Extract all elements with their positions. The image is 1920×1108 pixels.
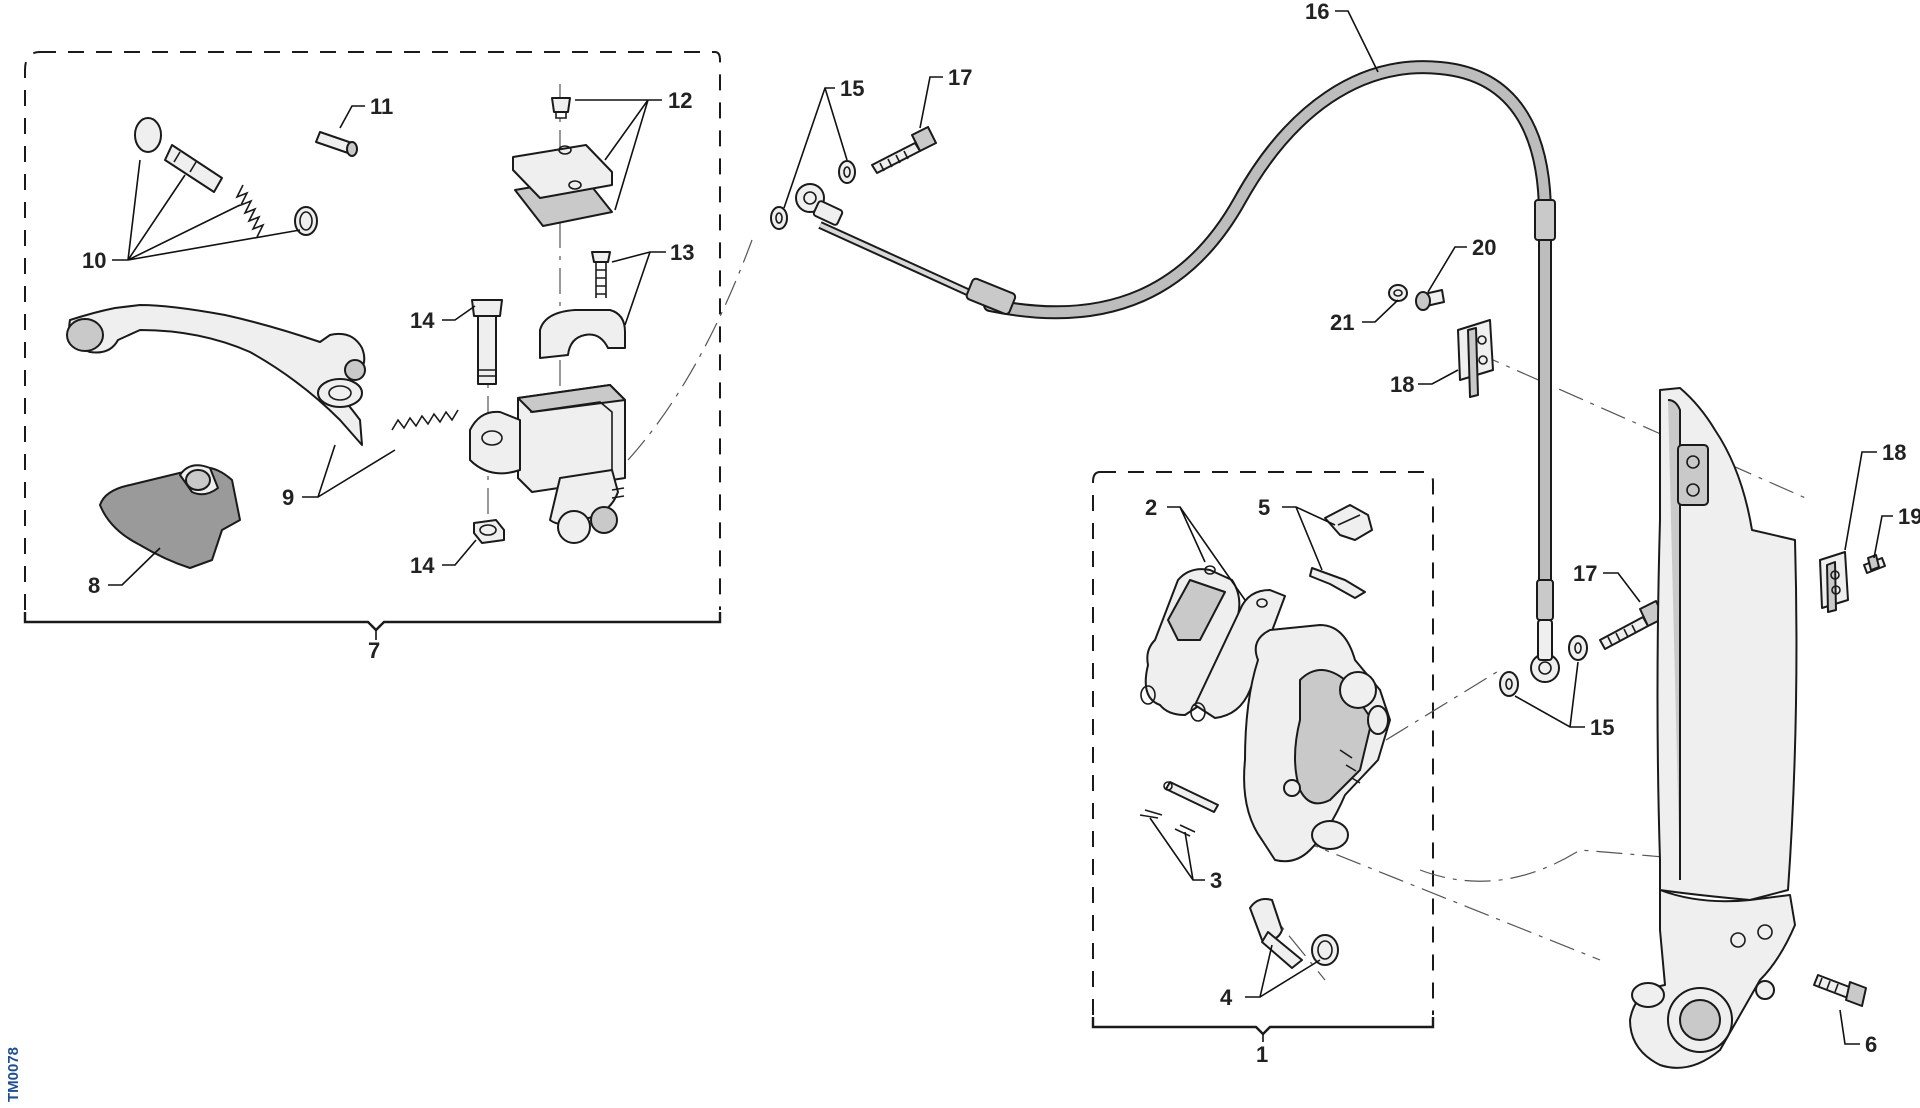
lever-guard [99,464,241,569]
fork-leg [1629,387,1798,1069]
callout-18-upper: 18 [1390,372,1414,397]
pivot-bolt [471,299,503,385]
pad-spring-clips [1309,504,1373,599]
brake-hose [795,60,1560,683]
hose-guide-bracket-upper [1457,319,1494,398]
callout-13: 13 [670,240,694,265]
pivot-nut [473,519,505,544]
callout-14-bolt: 14 [410,308,435,333]
callout-8: 8 [88,573,100,598]
callout-14-nut: 14 [410,553,435,578]
callout-12: 12 [668,88,692,113]
callout-15-top: 15 [840,76,864,101]
callout-17-bottom: 17 [1573,561,1597,586]
callout-18-lower: 18 [1882,440,1906,465]
callout-5: 5 [1258,495,1270,520]
callout-6: 6 [1865,1032,1877,1057]
callout-9: 9 [282,485,294,510]
pad-pins [1139,781,1219,837]
brake-caliper [1243,624,1391,863]
callout-15-bottom: 15 [1590,715,1614,740]
callout-21: 21 [1330,310,1354,335]
brake-lever [66,304,459,446]
callout-20: 20 [1472,235,1496,260]
callout-19: 19 [1898,504,1920,529]
axle-clamp-bolt [1813,974,1867,1007]
callout-16: 16 [1305,0,1329,24]
callout-4: 4 [1220,985,1233,1010]
reservoir-cap [512,97,613,227]
brake-pads [1140,565,1286,722]
callout-3: 3 [1210,868,1222,893]
drawing-code: TM0078 [5,1047,22,1102]
bracket-screw [1863,554,1886,574]
bracket-screw-upper [1415,289,1445,311]
callout-17-top: 17 [948,65,972,90]
caliper-mounting-bolts [1249,898,1339,969]
callout-labels: 1 2 3 4 5 6 7 8 9 10 11 12 13 14 14 15 1… [82,0,1920,1067]
hose-guide-bracket-lower [1819,551,1849,613]
pivot-pin [315,131,358,157]
assembly-axis-lines [487,84,1811,981]
master-cylinder-body [469,384,626,544]
callout-7: 7 [368,638,380,663]
leader-lines [108,10,1893,1045]
adjuster-kit [134,117,318,238]
bracket-spacer [1388,284,1408,302]
sealing-washers [770,160,1588,697]
callout-2: 2 [1145,495,1157,520]
handlebar-clamp [539,251,626,359]
callout-10: 10 [82,248,106,273]
callout-1: 1 [1256,1042,1268,1067]
callout-11: 11 [370,94,393,119]
